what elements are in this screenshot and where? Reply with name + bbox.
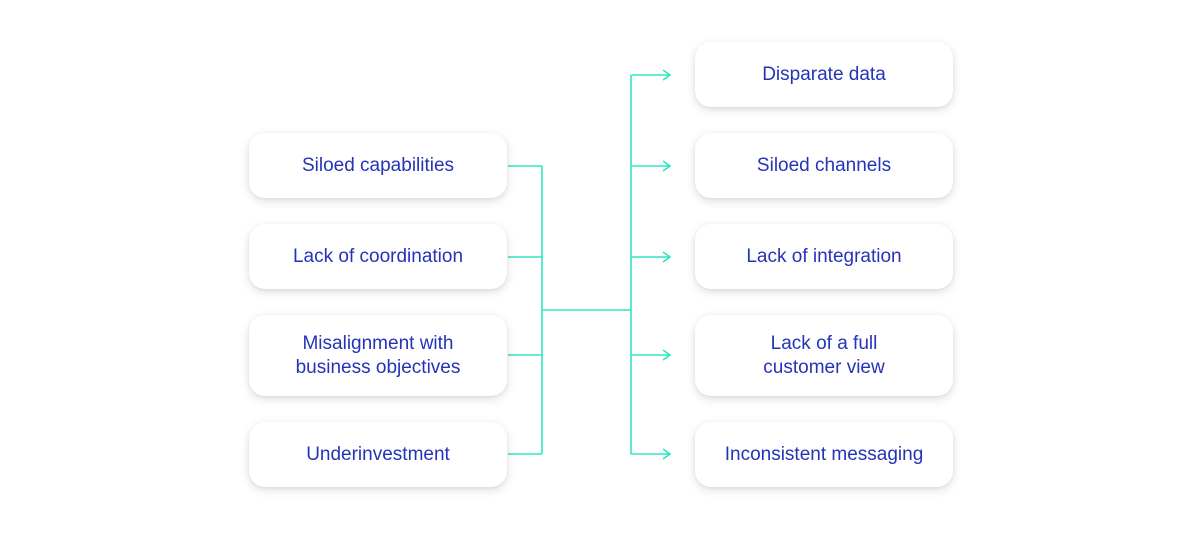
cause-label: Lack of coordination xyxy=(292,245,464,267)
cause-node-underinvestment: Underinvestment xyxy=(249,422,507,487)
effect-arrow-1 xyxy=(631,69,672,81)
cause-label: Underinvestment xyxy=(306,443,450,465)
cause-node-misalignment: Misalignment with business objectives xyxy=(249,315,507,396)
effect-label: Lack of a full customer view xyxy=(763,332,885,378)
effect-label: Siloed channels xyxy=(756,154,892,176)
effect-label: Inconsistent messaging xyxy=(724,443,924,465)
cause-node-lack-of-coordination: Lack of coordination xyxy=(249,224,507,289)
effect-node-siloed-channels: Siloed channels xyxy=(695,133,953,198)
cause-node-siloed-capabilities: Siloed capabilities xyxy=(249,133,507,198)
effect-label: Disparate data xyxy=(762,63,886,85)
effect-label: Lack of integration xyxy=(746,245,902,267)
effect-node-full-customer-view: Lack of a full customer view xyxy=(695,315,953,396)
cause-label: Misalignment with business objectives xyxy=(295,332,461,378)
effect-node-disparate-data: Disparate data xyxy=(695,42,953,107)
effect-arrow-2 xyxy=(631,160,672,172)
effect-node-inconsistent-messaging: Inconsistent messaging xyxy=(695,422,953,487)
effect-arrow-3 xyxy=(631,251,672,263)
effect-arrow-5 xyxy=(631,448,672,460)
effect-arrow-4 xyxy=(631,349,672,361)
cause-label: Siloed capabilities xyxy=(301,154,455,176)
effect-node-lack-of-integration: Lack of integration xyxy=(695,224,953,289)
